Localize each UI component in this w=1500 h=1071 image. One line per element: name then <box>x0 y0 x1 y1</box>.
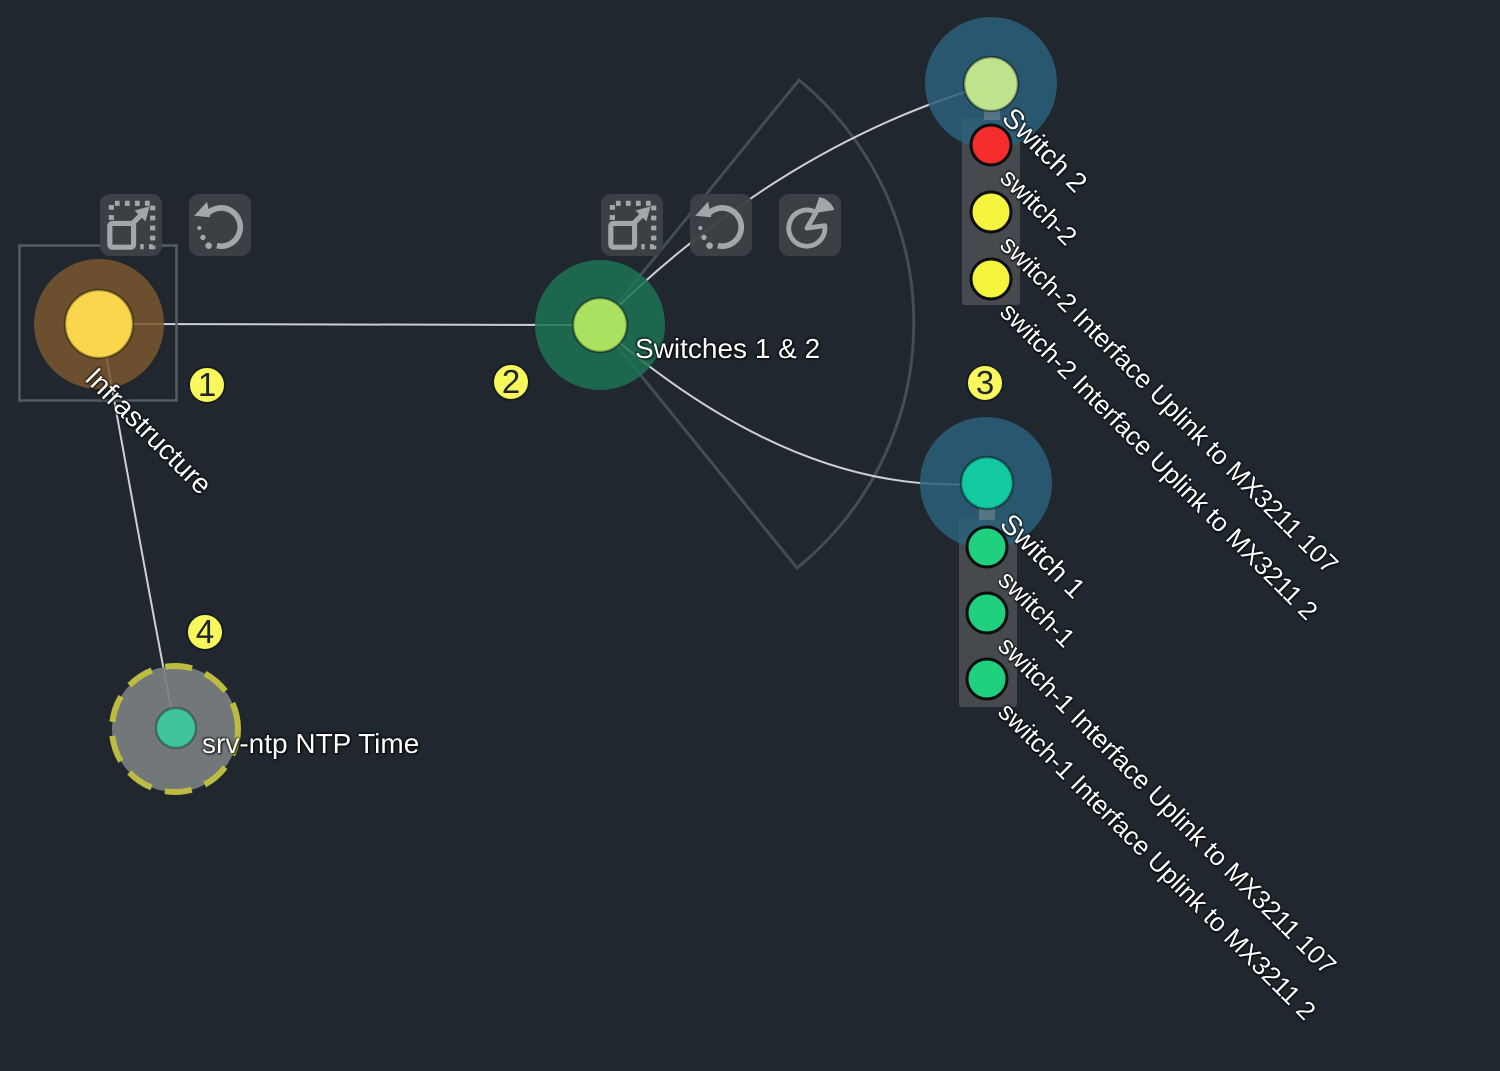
service-dot-switch-1-uplink-2[interactable] <box>965 657 1009 701</box>
reset-rotation-icon <box>695 201 745 249</box>
service-dot-switch-1[interactable] <box>965 525 1009 569</box>
annotation-marker-1: 1 <box>188 366 226 404</box>
node-core-switches[interactable] <box>571 296 629 354</box>
service-dot-switch-1-uplink-107[interactable] <box>965 591 1009 635</box>
service-dot-switch-2-uplink-2[interactable] <box>969 257 1013 301</box>
annotation-marker-3: 3 <box>966 364 1004 402</box>
pie-slice-icon <box>786 197 835 249</box>
grow-button-switches[interactable] <box>601 194 663 256</box>
node-core-switch2[interactable] <box>962 55 1020 113</box>
node-core-infrastructure[interactable] <box>63 288 135 360</box>
service-dot-switch-2[interactable] <box>969 123 1013 167</box>
reset-rotation-button-infrastructure[interactable] <box>189 194 251 256</box>
reset-rotation-icon <box>194 201 244 249</box>
edge-infrastructure-srv-ntp <box>101 331 175 725</box>
edge-infrastructure-switches <box>99 323 602 326</box>
node-core-switch1[interactable] <box>959 455 1015 511</box>
annotation-marker-4-label: 4 <box>195 612 215 650</box>
pie-slice-button-switches[interactable] <box>779 194 841 256</box>
selection-box-infrastructure <box>18 244 178 402</box>
annotation-marker-1-label: 1 <box>197 365 217 403</box>
growth-lock-dashed-ring-srv-ntp <box>109 663 241 795</box>
service-dot-switch-2-uplink-107[interactable] <box>969 190 1013 234</box>
reset-rotation-button-switches[interactable] <box>690 194 752 256</box>
annotation-marker-2: 2 <box>492 363 530 401</box>
fan-sector <box>598 77 916 571</box>
grow-button-infrastructure[interactable] <box>100 194 162 256</box>
grow-icon <box>107 200 156 250</box>
annotation-marker-3-label: 3 <box>975 363 995 401</box>
annotation-marker-2-label: 2 <box>501 362 521 400</box>
grow-icon <box>608 200 657 250</box>
annotation-marker-4: 4 <box>186 613 224 651</box>
node-core-srv-ntp[interactable] <box>154 706 198 750</box>
